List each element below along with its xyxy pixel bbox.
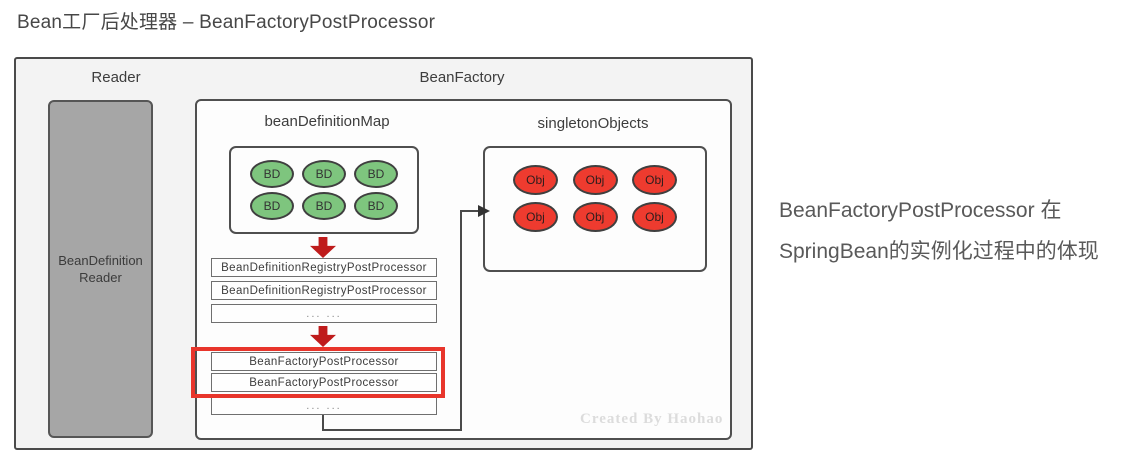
watermark: Created By Haohao [580,411,724,427]
obj-oval: Obj [513,202,558,232]
registry-post-processor-box: BeanDefinitionRegistryPostProcessor [211,258,437,277]
bean-definition-reader-box: BeanDefinitionReader [48,100,153,438]
bd-row: BD BD BD [250,192,398,220]
bean-definition-reader-label: BeanDefinitionReader [58,253,143,285]
page-title: Bean工厂后处理器 – BeanFactoryPostProcessor [17,12,436,33]
registry-post-processor-box: BeanDefinitionRegistryPostProcessor [211,281,437,300]
singleton-objects-label: singletonObjects [537,115,649,132]
factory-post-processor-box: BeanFactoryPostProcessor [211,373,437,392]
annotation-line-2: SpringBean的实例化过程中的体现 [779,240,1099,263]
registry-post-processor-ellipsis-box: ... ... [211,304,437,323]
down-arrow-icon [310,326,336,347]
obj-row: Obj Obj Obj [513,165,677,195]
bd-oval: BD [302,160,346,188]
bd-oval: BD [302,192,346,220]
bean-definition-map-box: BD BD BD BD BD BD [229,146,419,234]
bean-factory-section-label: BeanFactory [419,69,505,86]
annotation-line-1: BeanFactoryPostProcessor 在 [779,199,1062,222]
reader-section-label: Reader [91,69,141,86]
bd-oval: BD [354,192,398,220]
bd-oval: BD [250,192,294,220]
bean-factory-box: beanDefinitionMap BD BD BD BD BD BD sing… [191,99,732,440]
bd-oval: BD [354,160,398,188]
obj-oval: Obj [632,165,677,195]
bd-row: BD BD BD [250,160,398,188]
obj-oval: Obj [513,165,558,195]
bd-oval: BD [250,160,294,188]
bean-definition-map-label: beanDefinitionMap [264,113,390,130]
diagram-frame: Reader BeanDefinitionReader BeanFactory … [14,57,753,450]
singleton-objects-box: Obj Obj Obj Obj Obj Obj [483,146,707,272]
obj-oval: Obj [572,165,618,195]
obj-oval: Obj [572,202,618,232]
factory-post-processor-ellipsis-box: ... ... [211,397,437,415]
obj-oval: Obj [632,202,677,232]
factory-post-processor-box: BeanFactoryPostProcessor [211,352,437,371]
annotation-text: BeanFactoryPostProcessor 在 SpringBean的实例… [779,190,1119,272]
down-arrow-icon [310,237,336,258]
obj-row: Obj Obj Obj [513,202,677,232]
